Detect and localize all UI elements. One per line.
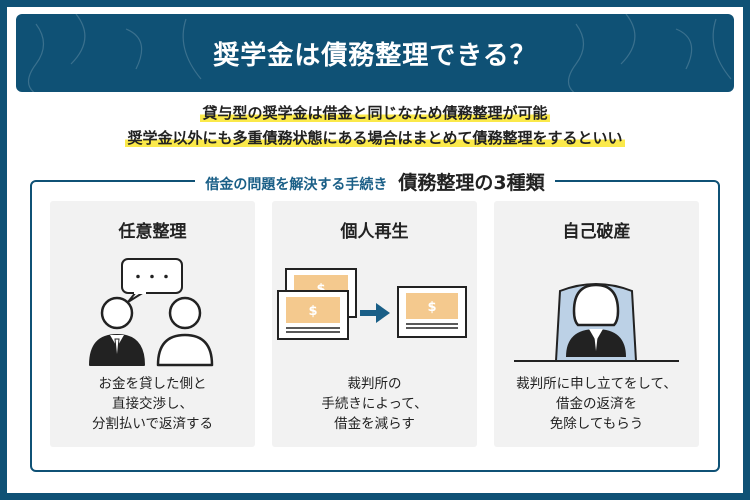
card-voluntary-arrangement: 任意整理 ・・・ お金を貸した側と 直接交渉し、 分割払いで返済する — [50, 201, 255, 447]
borrower-person-icon — [156, 296, 214, 367]
debt-reduction-illustration: $ $ $ — [277, 268, 467, 340]
dejected-person-icon — [514, 283, 679, 362]
desc-line: 手続きによって、 — [321, 396, 428, 412]
desc-line: 免除してもらう — [549, 416, 644, 432]
desc-line: 借金の返済を — [556, 396, 637, 412]
lender-person-icon — [89, 296, 145, 366]
lead-line-1: 貸与型の奨学金は借金と同じなため債務整理が可能 — [0, 102, 750, 123]
desc-line: お金を貸した側と — [98, 376, 207, 392]
lead-text-2: 奨学金以外にも多重債務状態にある場合はまとめて債務整理をするといい — [125, 129, 625, 147]
svg-text:・・・: ・・・ — [131, 270, 173, 286]
desc-line: 借金を減らす — [334, 416, 415, 432]
card-individual-rehabilitation: 個人再生 $ $ $ 裁判所の 手続きによって、 借金を減らす — [272, 201, 477, 447]
card-description: 裁判所に申し立てをして、 借金の返済を 免除してもらう — [494, 374, 699, 434]
card-bankruptcy: 自己破産 裁判所に申し立てをして、 借金の返済を 免除してもらう — [494, 201, 699, 447]
card-title: 個人再生 — [340, 222, 409, 242]
section-title: 債務整理の3種類 — [398, 172, 545, 194]
title-banner: 奨学金は債務整理できる？ — [16, 14, 734, 92]
page-title: 奨学金は債務整理できる？ — [213, 40, 537, 71]
banner-pattern — [27, 14, 732, 92]
lead-text-1: 貸与型の奨学金は借金と同じなため債務整理が可能 — [200, 104, 550, 122]
types-box-title: 借金の問題を解決する手続き 債務整理の3種類 — [0, 168, 750, 195]
card-description: 裁判所の 手続きによって、 借金を減らす — [272, 374, 477, 434]
lead-line-2: 奨学金以外にも多重債務状態にある場合はまとめて債務整理をするといい — [0, 127, 750, 148]
bankruptcy-illustration — [514, 283, 679, 362]
large-banknote-stack-icon: $ $ — [277, 268, 357, 340]
card-description: お金を貸した側と 直接交渉し、 分割払いで返済する — [50, 374, 255, 434]
desc-line: 分割払いで返済する — [91, 416, 214, 432]
svg-text:$: $ — [427, 300, 436, 315]
negotiation-illustration: ・・・ — [89, 258, 214, 367]
card-title: 自己破産 — [562, 222, 631, 242]
svg-text:$: $ — [316, 282, 325, 297]
desc-line: 裁判所の — [347, 376, 402, 392]
section-subtitle: 借金の問題を解決する手続き — [205, 177, 388, 193]
desc-line: 直接交渉し、 — [112, 396, 193, 412]
arrow-right-icon — [360, 303, 390, 323]
card-title: 任意整理 — [118, 222, 187, 242]
desc-line: 裁判所に申し立てをして、 — [516, 376, 677, 392]
svg-text:$: $ — [308, 304, 317, 319]
small-banknote-icon: $ — [397, 286, 467, 338]
speech-bubble-icon: ・・・ — [121, 258, 183, 303]
